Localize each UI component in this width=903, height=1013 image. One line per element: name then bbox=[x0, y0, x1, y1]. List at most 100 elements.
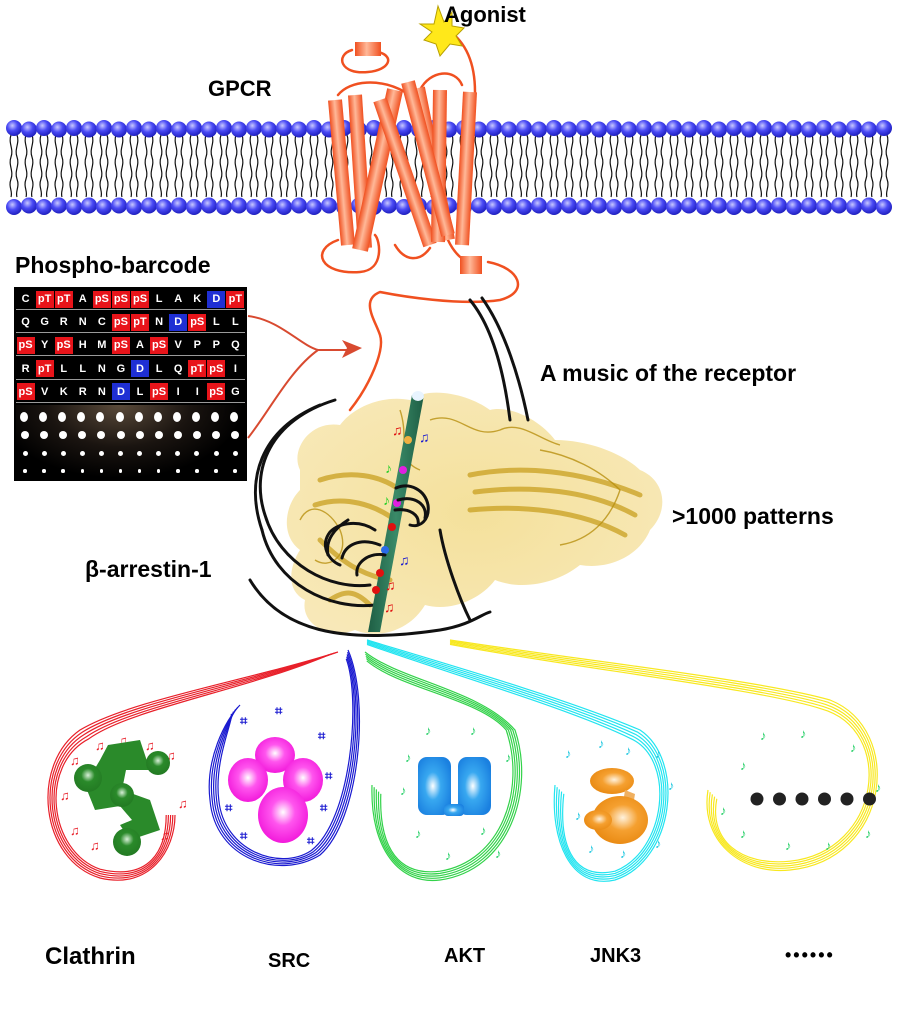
lipid-tail bbox=[159, 134, 163, 198]
lipid-tail bbox=[225, 134, 229, 198]
barcode-dot bbox=[156, 450, 162, 456]
lipid-head bbox=[141, 121, 157, 138]
lipid-tail bbox=[705, 134, 709, 198]
lipid-head bbox=[216, 120, 232, 136]
lipid-tail bbox=[849, 134, 853, 198]
staff-loop-3 bbox=[366, 639, 669, 882]
lipid-head bbox=[741, 197, 757, 214]
staff-line bbox=[366, 640, 667, 880]
barcode-arrow bbox=[247, 315, 355, 439]
unknown-effectors-dots bbox=[750, 792, 876, 806]
lipid-tail bbox=[594, 134, 598, 198]
lipid-head bbox=[51, 197, 67, 214]
effector-dot bbox=[863, 792, 876, 806]
lipid-tail bbox=[840, 134, 844, 198]
gpcr-transmembrane-helices bbox=[328, 80, 477, 252]
lipid-head bbox=[876, 199, 892, 215]
barcode-dot bbox=[134, 412, 143, 422]
lipid-head bbox=[126, 199, 142, 215]
residue: A bbox=[78, 293, 87, 305]
lipid-head bbox=[21, 197, 37, 214]
beta-arrestin-1-structure bbox=[286, 392, 663, 634]
barcode-dot bbox=[154, 431, 163, 439]
staff-line bbox=[55, 654, 330, 873]
lipid-head bbox=[291, 197, 307, 214]
residue: G bbox=[231, 385, 240, 398]
lipid-tail bbox=[75, 134, 79, 198]
barcode-dot bbox=[116, 431, 125, 439]
residue: L bbox=[60, 362, 68, 375]
lipid-head bbox=[96, 120, 112, 136]
lipid-head bbox=[846, 120, 862, 136]
lipid-tail bbox=[180, 134, 184, 198]
effector-dot bbox=[773, 792, 786, 806]
lipid-head bbox=[561, 121, 577, 138]
lipid-tail bbox=[495, 134, 499, 198]
barcode-dot bbox=[192, 431, 201, 439]
residue: R bbox=[21, 362, 30, 375]
barcode-dot bbox=[176, 469, 180, 473]
lipid-tail bbox=[645, 134, 649, 198]
staff-line bbox=[208, 649, 360, 867]
barcode-dot bbox=[97, 431, 106, 439]
residue: L bbox=[79, 362, 87, 375]
barcode-dot bbox=[39, 412, 48, 422]
lipid-head bbox=[396, 199, 412, 215]
barcode-dot bbox=[118, 469, 123, 473]
lipid-head bbox=[786, 199, 802, 215]
staff-loop-0 bbox=[47, 651, 339, 881]
barcode-dot bbox=[99, 469, 104, 473]
music-note-icon: ♫ bbox=[166, 748, 176, 763]
lipid-head bbox=[501, 197, 517, 214]
effector-label-akt: AKT bbox=[444, 945, 486, 967]
lipid-head bbox=[171, 121, 187, 138]
staff-line bbox=[213, 654, 357, 863]
lipid-tail bbox=[129, 134, 133, 198]
residue: Y bbox=[40, 339, 49, 352]
lipid-head bbox=[681, 197, 697, 214]
lipid-tail bbox=[549, 134, 553, 198]
staff-line bbox=[47, 651, 339, 881]
phospho-residue: pT bbox=[226, 290, 245, 308]
jnk3-protein-icon bbox=[584, 768, 648, 844]
staff-line bbox=[210, 651, 359, 865]
hands-icon bbox=[324, 484, 430, 577]
effector-dot bbox=[818, 792, 831, 806]
barcode-dot bbox=[231, 431, 240, 439]
barcode-dot bbox=[194, 450, 200, 456]
staff-line bbox=[365, 653, 521, 879]
music-note-icon: ♫ bbox=[118, 733, 128, 748]
lipid-tail bbox=[540, 134, 544, 198]
residue: Q bbox=[231, 339, 240, 352]
residue: A bbox=[174, 293, 183, 305]
music-note-icon: ♪ bbox=[800, 726, 807, 741]
lipid-head bbox=[261, 121, 277, 138]
barcode-dot bbox=[77, 412, 86, 422]
barcode-dot bbox=[212, 431, 220, 439]
lipid-head bbox=[621, 121, 637, 138]
barcode-dot bbox=[96, 412, 105, 422]
residue: I bbox=[195, 385, 199, 398]
lipid-tail bbox=[210, 134, 214, 198]
lipid-head bbox=[531, 197, 547, 214]
residue: R bbox=[59, 316, 68, 329]
lipid-head bbox=[81, 121, 97, 138]
residue: D bbox=[111, 383, 130, 401]
lipid-head bbox=[726, 199, 742, 215]
music-note-icon: ♪ bbox=[720, 803, 727, 818]
lipid-tail bbox=[654, 134, 658, 198]
lipid-head bbox=[846, 199, 862, 215]
staff-loop-4 bbox=[449, 639, 878, 872]
lipid-head bbox=[696, 120, 712, 136]
staff-line bbox=[449, 640, 876, 869]
barcode-dot bbox=[42, 469, 46, 473]
lipid-head bbox=[561, 197, 577, 214]
lipid-head bbox=[651, 197, 667, 214]
agonist-icon bbox=[418, 4, 466, 58]
barcode-dot bbox=[118, 450, 123, 456]
lipid-head bbox=[201, 121, 217, 138]
